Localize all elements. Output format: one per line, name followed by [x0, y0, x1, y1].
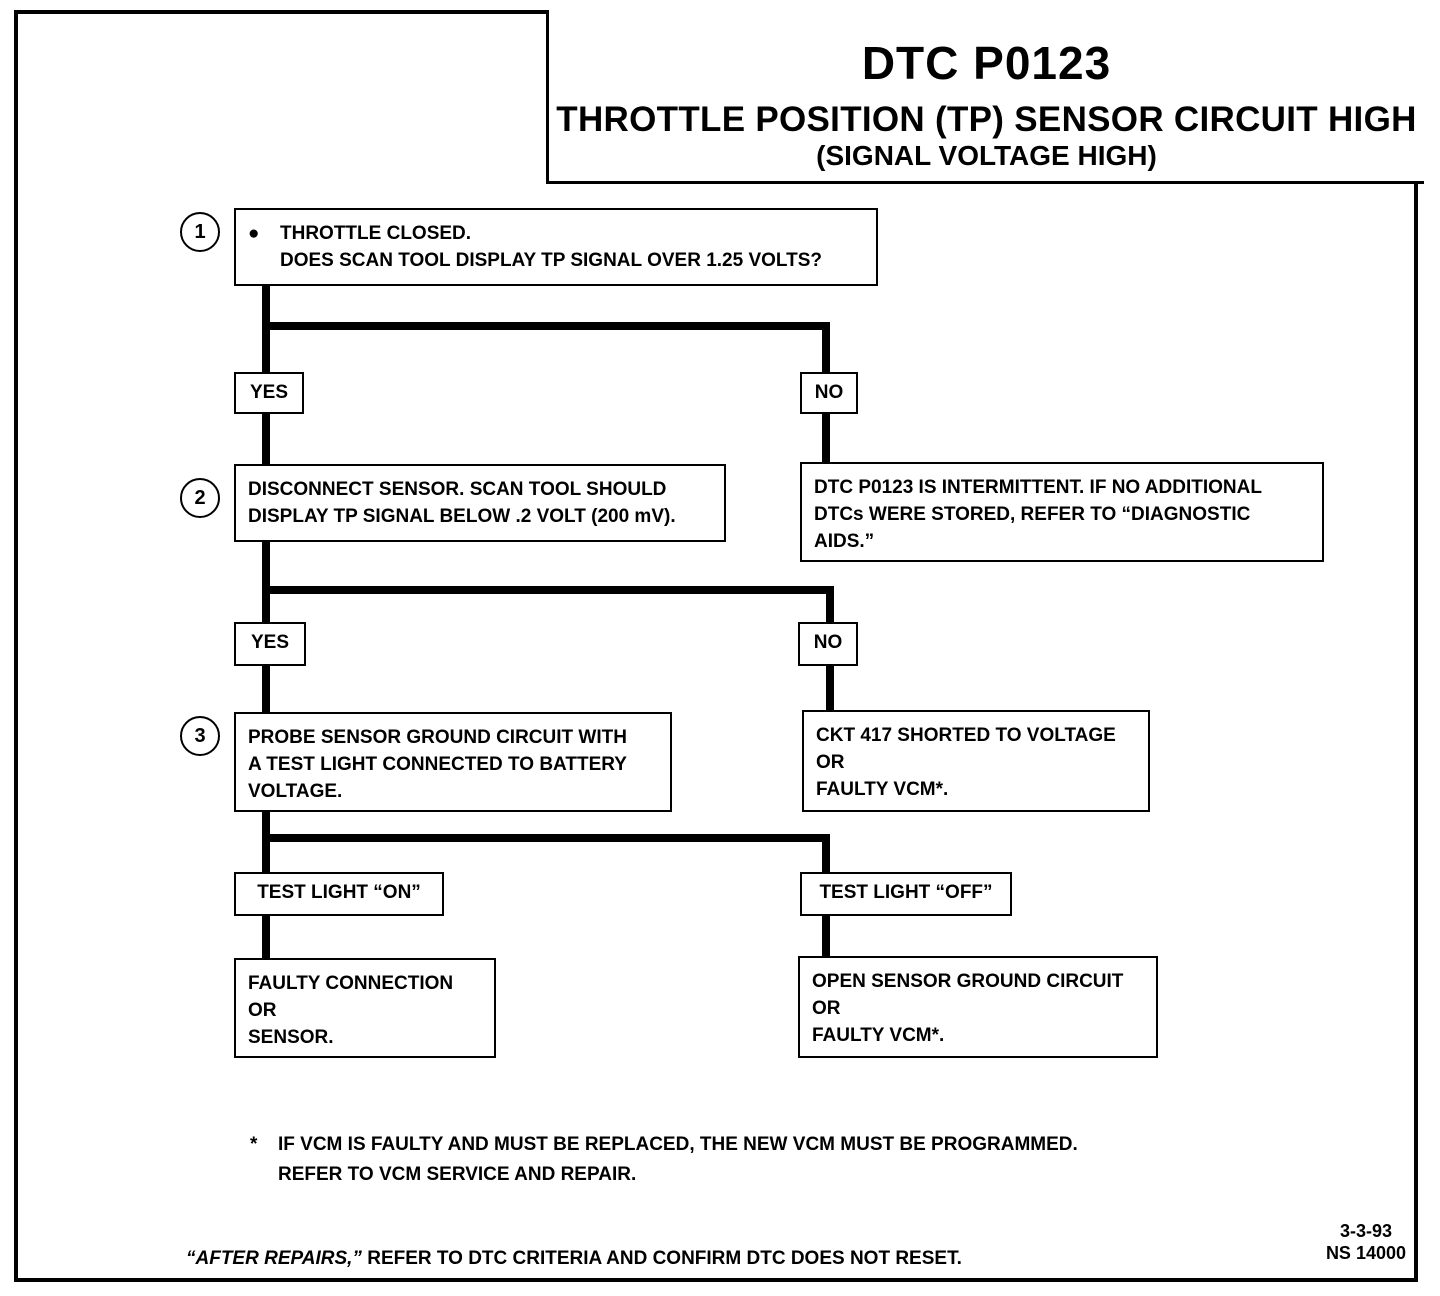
result-intermittent-line-2: DTCs WERE STORED, REFER TO “DIAGNOSTIC — [814, 504, 1251, 525]
footnote: IF VCM IS FAULTY AND MUST BE REPLACED, T… — [278, 1130, 1078, 1190]
bullet-icon: ● — [248, 223, 260, 244]
result-faulty-connection-box: FAULTY CONNECTION OR SENSOR. — [234, 958, 496, 1058]
result-faulty-connection-line-1: FAULTY CONNECTION — [248, 973, 454, 994]
footnote-line-2: REFER TO VCM SERVICE AND REPAIR. — [278, 1164, 637, 1185]
step-3-line-3: VOLTAGE. — [248, 781, 343, 802]
footnote-star: * — [250, 1134, 258, 1155]
after-repairs-footer: “AFTER REPAIRS,” REFER TO DTC CRITERIA A… — [186, 1248, 962, 1270]
branch-no-1: NO — [800, 372, 858, 414]
title-block: DTC P0123 THROTTLE POSITION (TP) SENSOR … — [546, 10, 1424, 184]
step-1-number: 1 — [180, 212, 220, 252]
step-3-line-1: PROBE SENSOR GROUND CIRCUIT WITH — [248, 727, 627, 748]
result-intermittent-box: DTC P0123 IS INTERMITTENT. IF NO ADDITIO… — [800, 462, 1324, 562]
connector-2-no — [262, 586, 834, 626]
step-1-line-1: THROTTLE CLOSED. — [280, 223, 472, 244]
result-open-ground-line-2: OR — [812, 998, 841, 1019]
step-2-line-2: DISPLAY TP SIGNAL BELOW .2 VOLT (200 mV)… — [248, 506, 676, 527]
step-2-box: DISCONNECT SENSOR. SCAN TOOL SHOULD DISP… — [234, 464, 726, 542]
result-ckt417-box: CKT 417 SHORTED TO VOLTAGE OR FAULTY VCM… — [802, 710, 1150, 812]
result-faulty-connection-line-2: OR — [248, 1000, 277, 1021]
branch-test-light-on: TEST LIGHT “ON” — [234, 872, 444, 916]
branch-test-light-off: TEST LIGHT “OFF” — [800, 872, 1012, 916]
branch-yes-2: YES — [234, 622, 306, 666]
step-3-number: 3 — [180, 716, 220, 756]
connector-3-off — [262, 834, 830, 878]
result-ckt417-line-3: FAULTY VCM*. — [816, 779, 949, 800]
result-ckt417-line-2: OR — [816, 752, 845, 773]
result-faulty-connection-line-3: SENSOR. — [248, 1027, 334, 1048]
result-open-ground-line-3: FAULTY VCM*. — [812, 1025, 945, 1046]
dtc-subtitle: THROTTLE POSITION (TP) SENSOR CIRCUIT HI… — [556, 100, 1417, 139]
stamp-code: NS 14000 — [1325, 1243, 1406, 1263]
step-2-line-1: DISCONNECT SENSOR. SCAN TOOL SHOULD — [248, 479, 667, 500]
branch-no-2: NO — [798, 622, 858, 666]
result-ckt417-line-1: CKT 417 SHORTED TO VOLTAGE — [816, 725, 1116, 746]
result-open-ground-box: OPEN SENSOR GROUND CIRCUIT OR FAULTY VCM… — [798, 956, 1158, 1058]
step-1-line-2: DOES SCAN TOOL DISPLAY TP SIGNAL OVER 1.… — [280, 250, 822, 271]
branch-yes-1: YES — [234, 372, 304, 414]
step-2-number: 2 — [180, 478, 220, 518]
result-open-ground-line-1: OPEN SENSOR GROUND CIRCUIT — [812, 971, 1124, 992]
connector-1-no — [262, 322, 830, 376]
result-intermittent-line-3: AIDS.” — [814, 531, 875, 552]
step-3-line-2: A TEST LIGHT CONNECTED TO BATTERY — [248, 754, 627, 775]
step-3-box: PROBE SENSOR GROUND CIRCUIT WITH A TEST … — [234, 712, 672, 812]
stamp-date: 3-3-93 — [1339, 1221, 1392, 1241]
after-repairs-text: REFER TO DTC CRITERIA AND CONFIRM DTC DO… — [361, 1248, 962, 1269]
dtc-subtitle-2: (SIGNAL VOLTAGE HIGH) — [816, 140, 1157, 171]
dtc-code-title: DTC P0123 — [861, 37, 1112, 89]
after-repairs-label: “AFTER REPAIRS,” — [186, 1248, 362, 1269]
step-1-box: ● THROTTLE CLOSED. DOES SCAN TOOL DISPLA… — [234, 208, 878, 286]
result-intermittent-line-1: DTC P0123 IS INTERMITTENT. IF NO ADDITIO… — [814, 477, 1262, 498]
document-stamp: 3-3-93 NS 14000 — [1326, 1220, 1406, 1264]
footnote-line-1: IF VCM IS FAULTY AND MUST BE REPLACED, T… — [278, 1134, 1078, 1155]
